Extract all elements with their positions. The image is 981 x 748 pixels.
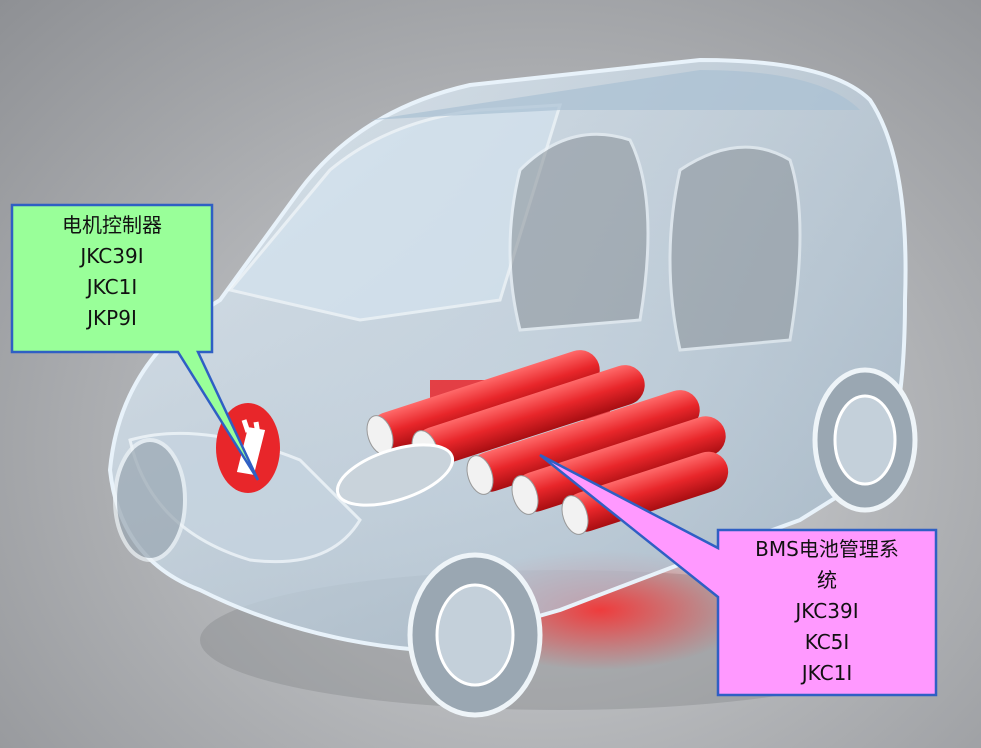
- battery-pack: [366, 350, 729, 535]
- motor: [335, 443, 455, 507]
- seat-right: [668, 145, 802, 352]
- model-label: JKC39I: [80, 244, 144, 268]
- seat-left: [508, 132, 650, 332]
- callout-title: BMS电池管理系: [755, 537, 899, 561]
- model-label: JKC1I: [86, 275, 138, 299]
- roof: [370, 70, 860, 120]
- bms-callout-box: [539, 453, 938, 697]
- model-label: JKC39I: [795, 599, 859, 623]
- bms-callout: BMS电池管理系 统 JKC39I KC5I JKC1I: [720, 534, 934, 689]
- motor-controller-callout-box: [10, 203, 260, 481]
- model-label: JKC1I: [801, 661, 853, 685]
- motor-controller-callout: 电机控制器 JKC39I JKC1I JKP9I: [14, 210, 210, 334]
- model-label: KC5I: [804, 630, 850, 654]
- wheel-rear-right: [812, 367, 918, 513]
- wheel-front-right: [407, 552, 543, 718]
- callout-title: 电机控制器: [62, 213, 162, 237]
- model-label: JKP9I: [87, 306, 137, 330]
- callout-title-cont: 统: [817, 568, 837, 592]
- wheel-front-left: [113, 438, 187, 562]
